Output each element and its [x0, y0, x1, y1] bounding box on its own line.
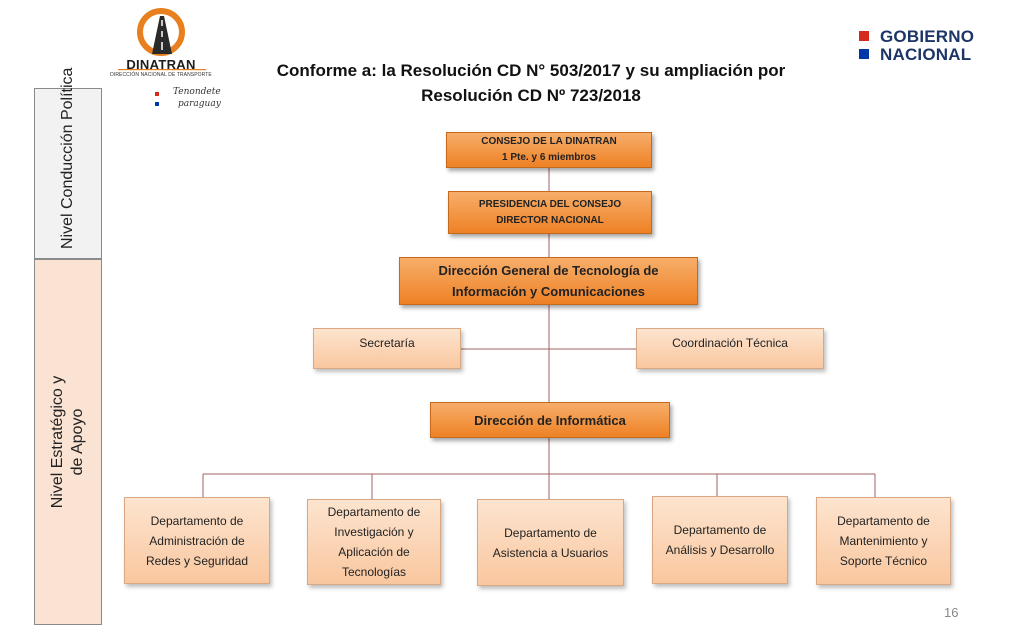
dept-3-line1: Departamento de — [504, 525, 597, 540]
consejo-line2: 1 Pte. y 6 miembros — [502, 152, 596, 163]
dept-4-line1: Departamento de — [673, 523, 767, 537]
box-coordinacion: Coordinación Técnica — [636, 328, 824, 369]
box-dept-redes: Departamento de Administración de Redes … — [124, 497, 270, 584]
logo-slogan-line1: Tenondete — [173, 87, 221, 97]
presidencia-line1: PRESIDENCIA DEL CONSEJO — [478, 198, 622, 210]
dept-3-line2: Asistencia a Usuarios — [492, 545, 609, 560]
title-line2: Resolución CD Nº 723/2018 — [421, 86, 641, 105]
flag-red-icon — [859, 31, 869, 41]
consejo-line1: CONSEJO DE LA DINATRAN — [481, 136, 617, 147]
title-line1: Conforme a: la Resolución CD N° 503/2017… — [276, 61, 786, 80]
flag-blue-icon — [859, 49, 869, 59]
dept-2-line3: Aplicación de — [338, 545, 410, 559]
dept-2-line1: Departamento de — [327, 505, 421, 519]
road-ring-icon — [118, 8, 206, 106]
direccion-general-line2: Información y Comunicaciones — [452, 284, 645, 299]
dept-1-line1: Departamento de — [150, 513, 244, 528]
dept-1-line2: Administración de — [149, 533, 245, 548]
dept-5-line1: Departamento de — [837, 514, 930, 528]
box-presidencia: PRESIDENCIA DEL CONSEJO DIRECTOR NACIONA… — [448, 191, 652, 234]
dept-2-line2: Investigación y — [334, 525, 414, 539]
box-consejo: CONSEJO DE LA DINATRAN 1 Pte. y 6 miembr… — [446, 132, 652, 168]
dept-2-line4: Tecnologías — [341, 565, 407, 579]
secretaria-label: Secretaría — [359, 336, 415, 350]
box-secretaria: Secretaría — [313, 328, 461, 369]
page-number: 16 — [944, 605, 959, 620]
presidencia-line2: DIRECTOR NACIONAL — [496, 214, 604, 226]
level-conduccion-politica: Nivel Conducción Política — [34, 67, 102, 259]
dept-1-line3: Redes y Seguridad — [145, 553, 249, 568]
gobierno-nacional-logo: GOBIERNO NACIONAL — [859, 28, 989, 64]
page-title: Conforme a: la Resolución CD N° 503/2017… — [236, 58, 826, 108]
coordinacion-label: Coordinación Técnica — [672, 336, 788, 350]
box-direccion-general: Dirección General de Tecnología de Infor… — [399, 257, 698, 305]
direccion-informatica-label: Dirección de Informática — [474, 412, 626, 428]
logo-wordmark: DINATRAN — [126, 57, 196, 72]
level-estrategico-apoyo: Nivel Estratégico y de Apoyo — [34, 259, 102, 625]
dept-5-line2: Mantenimiento y — [839, 534, 928, 548]
box-dept-mantenimiento: Departamento de Mantenimiento y Soporte … — [816, 497, 951, 585]
box-dept-analisis: Departamento de Análisis y Desarrollo — [652, 496, 788, 584]
dinatran-logo — [108, 6, 218, 112]
gov-line1: GOBIERNO — [880, 27, 975, 46]
dept-4-line2: Análisis y Desarrollo — [665, 543, 775, 557]
box-dept-investigacion: Departamento de Investigación y Aplicaci… — [307, 499, 441, 585]
gov-line2: NACIONAL — [880, 45, 972, 64]
box-direccion-informatica: Dirección de Informática — [430, 402, 670, 438]
direccion-general-line1: Dirección General de Tecnología de — [438, 263, 659, 278]
logo-subtitle: DIRECCIÓN NACIONAL DE TRANSPORTE — [110, 72, 212, 78]
dept-5-line3: Soporte Técnico — [839, 554, 928, 568]
box-dept-asistencia: Departamento de Asistencia a Usuarios — [477, 499, 624, 586]
logo-slogan-line2: paraguay — [178, 99, 221, 109]
